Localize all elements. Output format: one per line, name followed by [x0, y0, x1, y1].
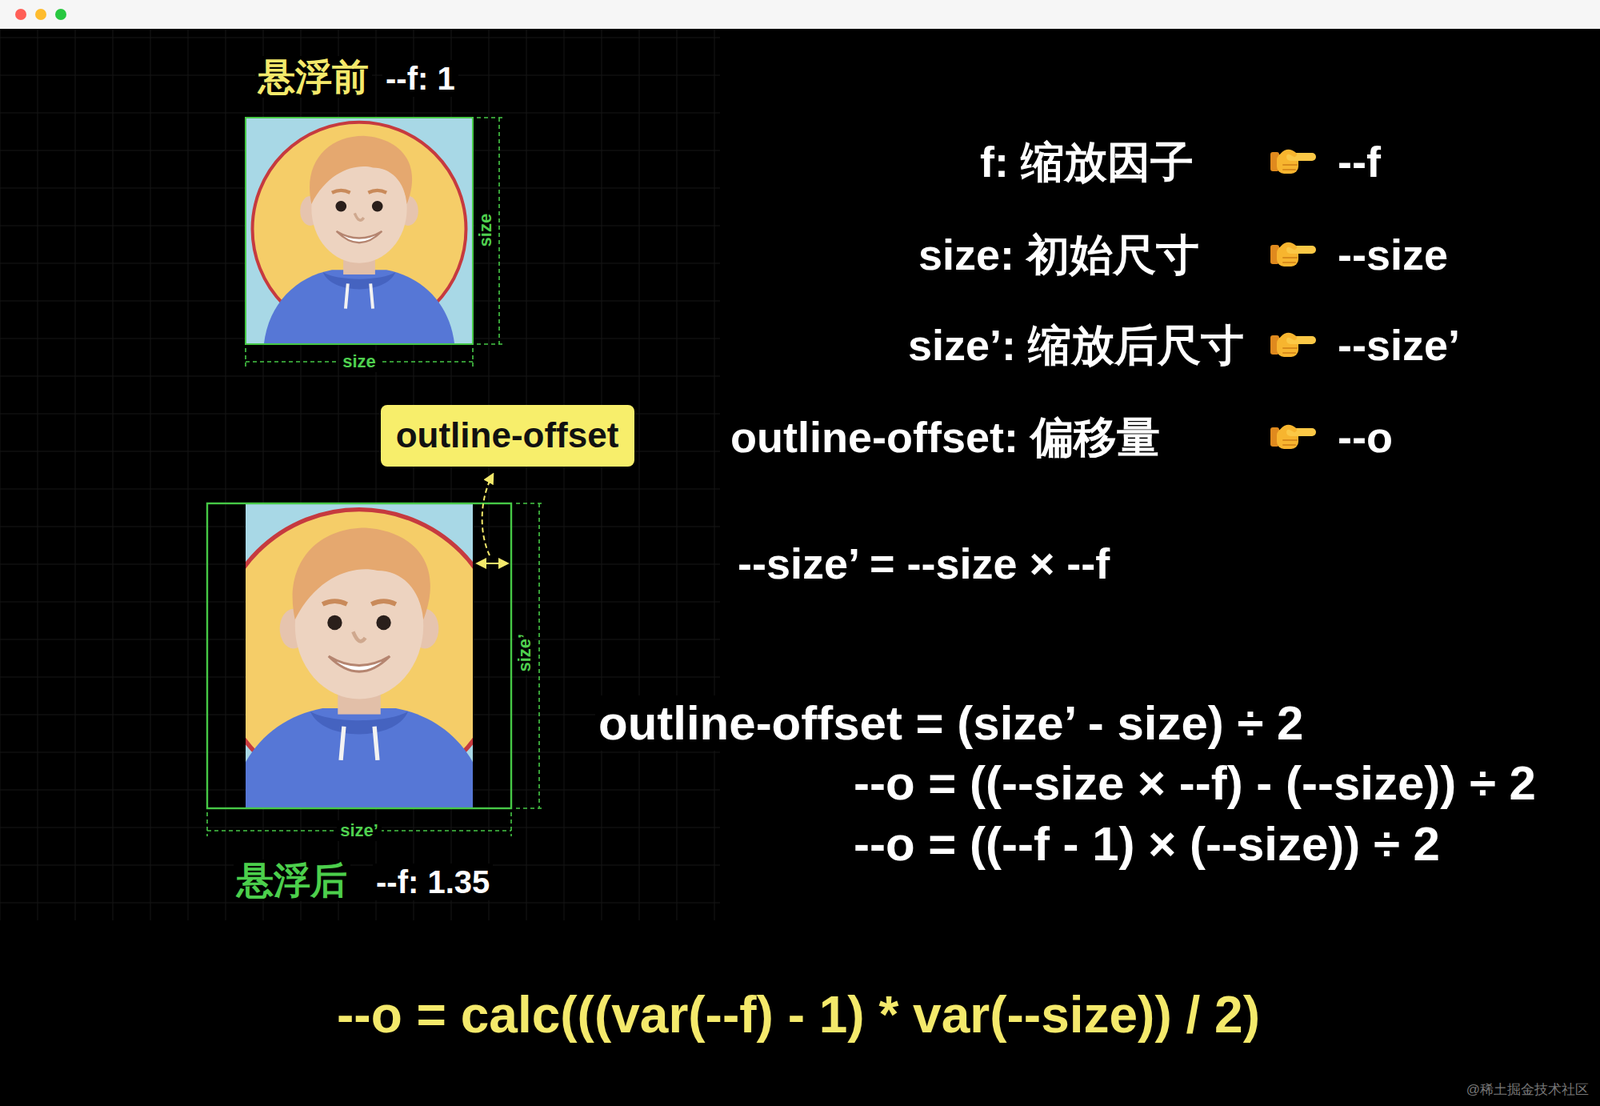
avatar-before — [245, 117, 473, 344]
factor-value: --f: 1.35 — [372, 863, 493, 900]
variable-name: --size — [1334, 229, 1452, 280]
dimension-lines — [510, 812, 512, 836]
grid-line — [526, 28, 528, 920]
grid-line — [0, 112, 720, 114]
callout-leader — [482, 474, 493, 556]
dimension-label: size’ — [514, 630, 535, 676]
factor-value: --f: 1 — [382, 60, 459, 97]
avatar-after — [245, 503, 473, 808]
term-label: f: 缩放因子 — [976, 136, 1197, 187]
callout-box: outline-offset — [380, 404, 635, 467]
grid-line — [0, 28, 1, 920]
background-grid — [0, 28, 720, 920]
formula: --o = ((--f - 1) × (--size)) ÷ 2 — [850, 816, 1444, 872]
term-label: size’: 缩放后尺寸 — [904, 320, 1248, 370]
grid-line — [0, 37, 720, 39]
dimension-lines — [206, 812, 208, 836]
dimension-label: size — [339, 351, 380, 372]
pointing-hand — [1270, 335, 1316, 357]
window-titlebar — [0, 0, 1600, 29]
callout-text: outline-offset — [396, 414, 620, 457]
pointing-hand — [1270, 152, 1316, 174]
pointing-hand — [1270, 244, 1316, 267]
grid-line — [112, 28, 114, 920]
grid-line — [0, 902, 720, 904]
grid-line — [0, 864, 720, 866]
variable-name: --size’ — [1334, 320, 1464, 370]
pointing-hand — [1270, 152, 1316, 174]
dimension-lines — [476, 343, 505, 345]
grid-line — [188, 28, 189, 920]
grid-line — [0, 376, 720, 377]
formula: --size’ = --size × --f — [734, 538, 1113, 588]
pointing-hand — [1270, 427, 1316, 449]
formula-highlight: --o = calc(((var(--f) - 1) * var(--size)… — [333, 985, 1264, 1045]
outline-frame — [207, 503, 512, 808]
dimension-label: size’ — [336, 820, 382, 840]
avatar-after — [245, 503, 473, 808]
grid-line — [37, 28, 39, 920]
variable-name: --o — [1334, 412, 1396, 462]
dimension-lines — [516, 502, 545, 504]
grid-line — [488, 28, 490, 920]
grid-line — [676, 28, 678, 920]
window-titlebar — [15, 8, 27, 20]
dimension-lines — [538, 503, 540, 808]
offset-arrow — [477, 562, 508, 564]
dimension-lines — [498, 117, 500, 344]
grid-line — [0, 488, 720, 490]
avatar-before — [245, 117, 473, 344]
grid-line — [601, 28, 603, 920]
pointing-hand — [1270, 335, 1316, 357]
state-heading: 悬浮后 — [233, 859, 351, 902]
window-titlebar — [35, 8, 47, 20]
grid-line — [150, 28, 152, 920]
term-label: size: 初始尺寸 — [915, 229, 1203, 280]
dimension-lines — [207, 117, 545, 836]
dimension-lines — [244, 348, 247, 368]
dimension-label: size — [475, 210, 496, 251]
formula: --o = ((--size × --f) - (--size)) ÷ 2 — [850, 755, 1540, 811]
grid-line — [564, 28, 565, 920]
window-titlebar — [55, 8, 67, 20]
variable-name: --f — [1334, 136, 1384, 187]
window-titlebar — [0, 0, 1600, 29]
formula: outline-offset = (size’ - size) ÷ 2 — [595, 695, 1307, 751]
avatar-frame — [245, 117, 473, 344]
pointing-hand — [1270, 244, 1316, 267]
grid-line — [714, 28, 716, 920]
state-heading: 悬浮前 — [255, 56, 372, 99]
dimension-lines — [476, 116, 505, 119]
grid-line — [225, 28, 227, 920]
dimension-lines — [516, 807, 545, 809]
grid-line — [639, 28, 640, 920]
grid-line — [75, 28, 76, 920]
term-label: outline-offset: 偏移量 — [727, 412, 1164, 462]
dimension-lines — [472, 348, 474, 368]
watermark: @稀土掘金技术社区 — [1463, 1081, 1592, 1098]
pointing-hand — [1270, 427, 1316, 449]
